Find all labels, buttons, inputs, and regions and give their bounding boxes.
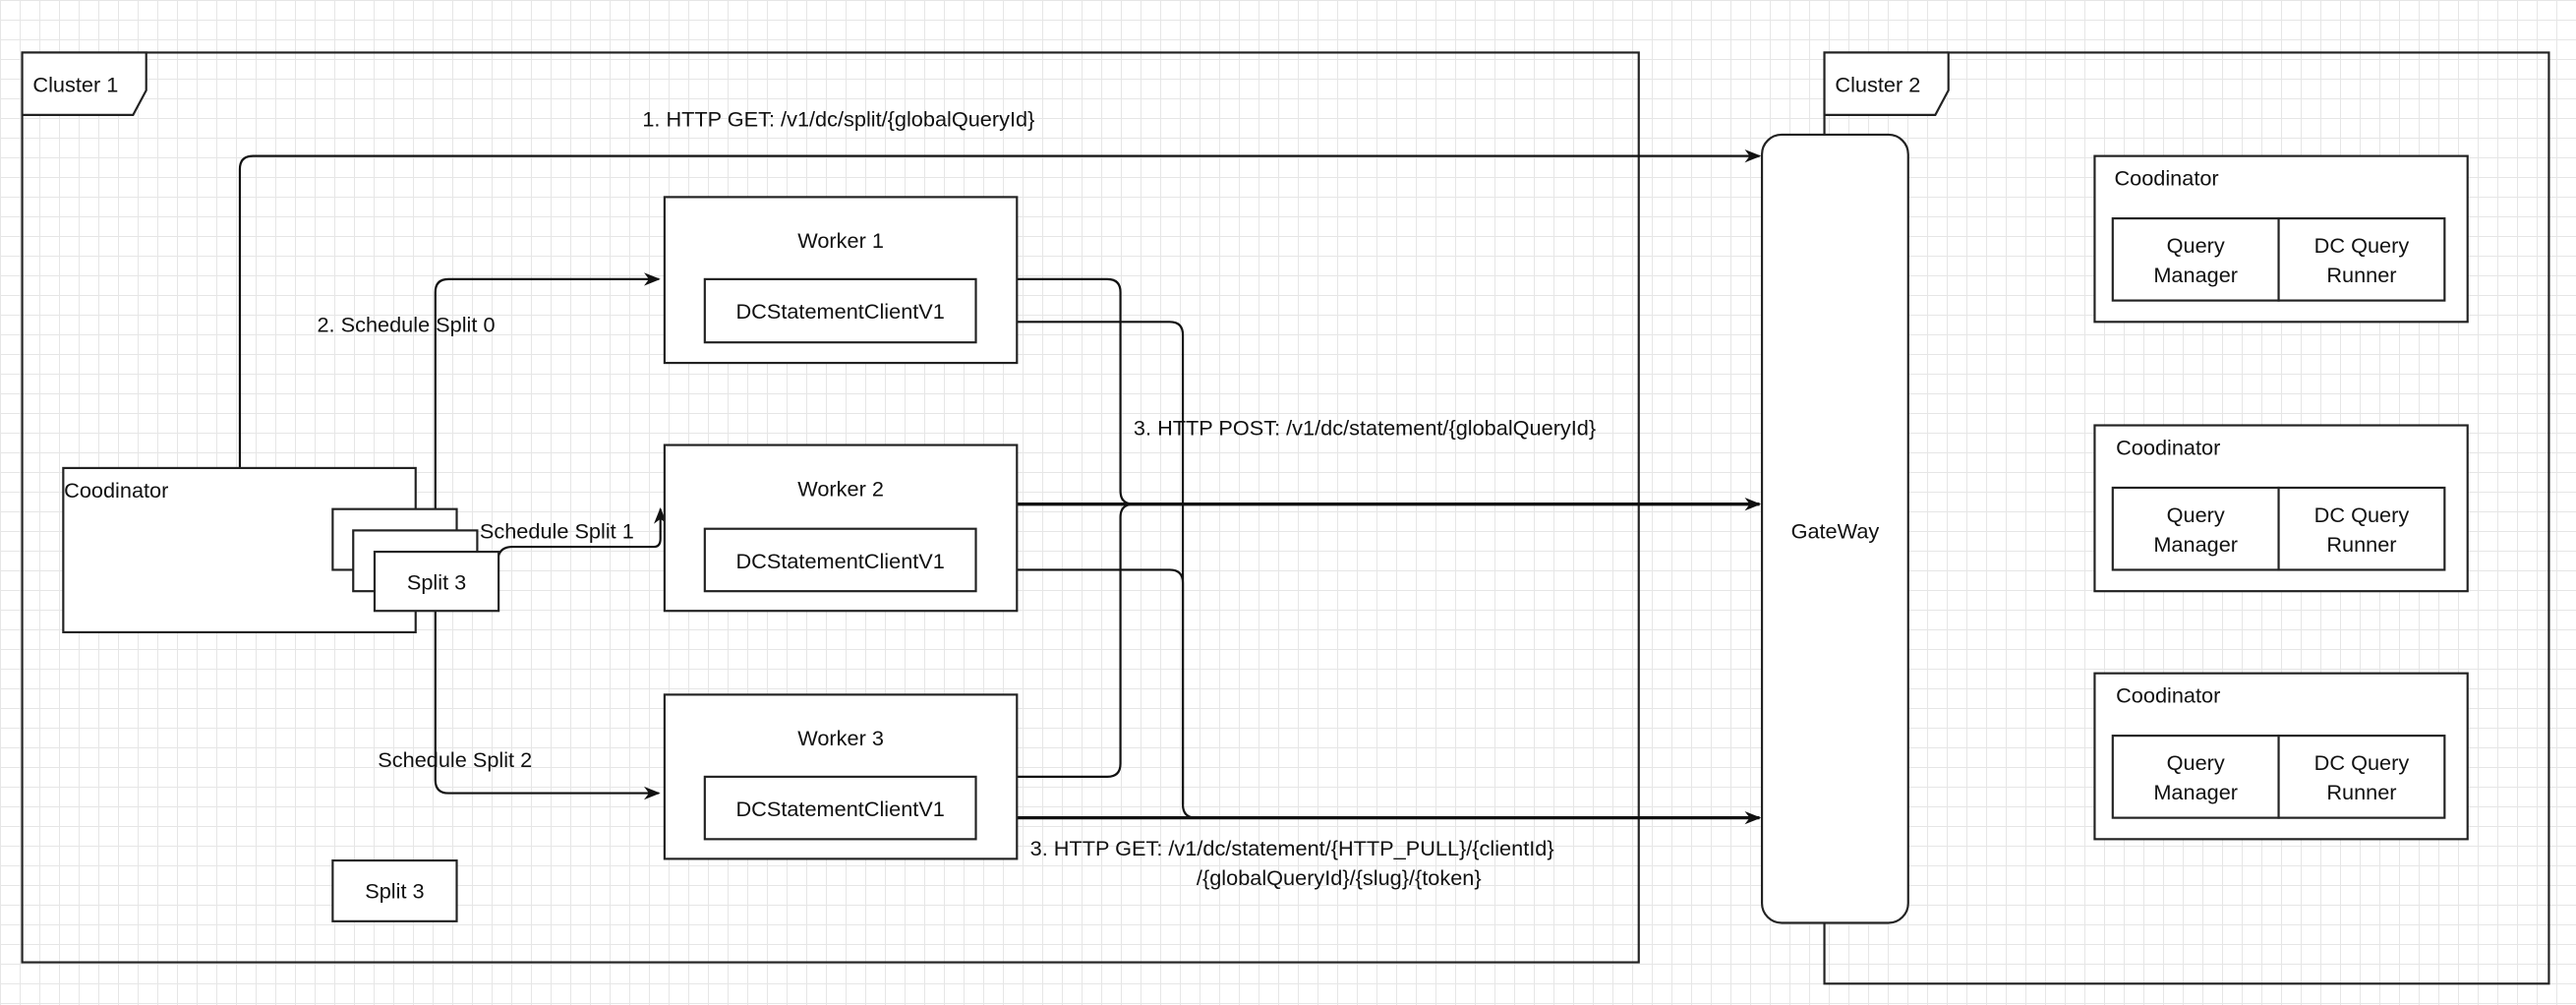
coordinator-label: Coodinator bbox=[64, 478, 168, 502]
query-manager[interactable] bbox=[2111, 217, 2280, 302]
edge-label-http-get-line2: /{globalQueryId}/{slug}/{token} bbox=[1197, 865, 1482, 890]
cluster-1-label: Cluster 1 bbox=[32, 73, 118, 97]
cluster-2-tab bbox=[1823, 51, 1950, 116]
edge-worker2-get[interactable] bbox=[1017, 568, 1185, 805]
edge-worker3-post[interactable] bbox=[1017, 502, 1134, 778]
worker-1[interactable]: Worker 1 DCStatementClientV1 bbox=[663, 196, 1019, 365]
coordinator-label: Coodinator bbox=[2114, 166, 2218, 191]
dc-statement-client[interactable] bbox=[703, 775, 977, 841]
edge-schedule-split-2[interactable] bbox=[434, 611, 661, 800]
dc-statement-client[interactable] bbox=[703, 277, 977, 344]
dc-query-runner-label: Runner bbox=[2326, 263, 2396, 287]
gateway[interactable]: GateWay bbox=[1760, 133, 1909, 924]
query-manager-label: Query bbox=[2167, 233, 2225, 258]
edge-schedule-split-0[interactable] bbox=[434, 272, 661, 612]
coordinator-label: Coodinator bbox=[2116, 436, 2220, 460]
dc-query-runner-label: DC Query bbox=[2314, 233, 2410, 258]
split-box bbox=[331, 858, 458, 922]
edge-label-http-get-line1: 3. HTTP GET: /v1/dc/statement/{HTTP_PULL… bbox=[1030, 836, 1554, 860]
edge-label-http-get-split: 1. HTTP GET: /v1/dc/split/{globalQueryId… bbox=[642, 107, 1034, 132]
dc-statement-client-label: DCStatementClientV1 bbox=[735, 299, 944, 324]
dc-statement-client[interactable] bbox=[703, 527, 977, 593]
dc-statement-client-label: DCStatementClientV1 bbox=[735, 549, 944, 573]
worker-3[interactable]: Worker 3 DCStatementClientV1 bbox=[663, 693, 1019, 860]
query-manager[interactable] bbox=[2111, 486, 2280, 571]
edge-label-http-post: 3. HTTP POST: /v1/dc/statement/{globalQu… bbox=[1134, 416, 1596, 441]
dc-query-runner[interactable] bbox=[2277, 486, 2446, 571]
edge-worker1-post[interactable] bbox=[1017, 277, 1760, 505]
query-manager-label: Manager bbox=[2153, 780, 2238, 804]
query-manager-label: Manager bbox=[2153, 263, 2238, 287]
edge-label-schedule-split-0: 2. Schedule Split 0 bbox=[317, 312, 495, 336]
edge-label-schedule-split-2: Schedule Split 2 bbox=[378, 747, 532, 772]
cluster-1[interactable]: Cluster 1 bbox=[21, 51, 1640, 964]
dc-statement-client-label: DCStatementClientV1 bbox=[735, 797, 944, 821]
dc-query-runner-label: Runner bbox=[2326, 780, 2396, 804]
dc-query-runner[interactable] bbox=[2277, 735, 2446, 819]
query-manager-label: Manager bbox=[2153, 532, 2238, 557]
worker-label: Worker 3 bbox=[797, 726, 884, 750]
cluster-2-coordinator-1[interactable]: Coodinator Query Manager DC Query Runner bbox=[2093, 154, 2469, 324]
cluster-2-label: Cluster 2 bbox=[1835, 73, 1920, 97]
standalone-split[interactable]: Split 3 bbox=[331, 858, 458, 922]
cluster-2[interactable]: Cluster 2 bbox=[1823, 51, 2550, 985]
query-manager-label: Query bbox=[2167, 502, 2225, 527]
edge-http-get-split[interactable] bbox=[238, 148, 1762, 470]
cluster-2-coordinator-3[interactable]: Coodinator Query Manager DC Query Runner bbox=[2093, 672, 2469, 841]
cluster-2-coordinator-2[interactable]: Coodinator Query Manager DC Query Runner bbox=[2093, 424, 2469, 593]
worker-label: Worker 1 bbox=[797, 228, 884, 253]
cluster-1-coordinator[interactable]: Coodinator Split 3 bbox=[62, 466, 500, 634]
worker-label: Worker 2 bbox=[797, 476, 884, 501]
dc-query-runner-label: DC Query bbox=[2314, 750, 2410, 775]
query-manager[interactable] bbox=[2111, 735, 2280, 819]
dc-query-runner-label: DC Query bbox=[2314, 502, 2410, 527]
edge-label-schedule-split-1: Schedule Split 1 bbox=[480, 519, 634, 544]
cluster-1-frame bbox=[21, 51, 1640, 964]
dc-query-runner[interactable] bbox=[2277, 217, 2446, 302]
cluster-1-tab bbox=[21, 51, 147, 116]
coordinator-label: Coodinator bbox=[2116, 683, 2220, 708]
worker-2[interactable]: Worker 2 DCStatementClientV1 bbox=[663, 443, 1019, 613]
query-manager-label: Query bbox=[2167, 750, 2225, 775]
gateway-box bbox=[1760, 133, 1909, 924]
split-stack-card-front[interactable] bbox=[373, 551, 500, 613]
split-stack-label: Split 3 bbox=[407, 570, 466, 595]
gateway-label: GateWay bbox=[1791, 519, 1880, 544]
dc-query-runner-label: Runner bbox=[2326, 532, 2396, 557]
split-label: Split 3 bbox=[365, 878, 424, 903]
